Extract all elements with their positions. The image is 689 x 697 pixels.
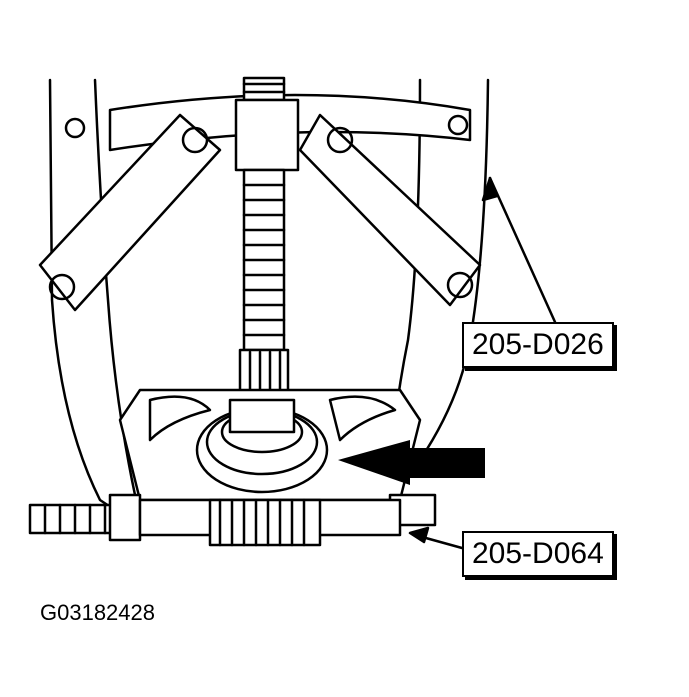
right-puller-leg-inner [393, 78, 422, 422]
center-hub [234, 98, 300, 172]
bolt-right-arm [446, 271, 474, 299]
right-arm [298, 113, 482, 307]
callout-205-d064: 205-D064 [462, 531, 614, 577]
leg-bolt-right [447, 114, 469, 136]
callout-205-d026: 205-D026 [462, 322, 614, 368]
bolt-left-arm [48, 273, 76, 301]
pointer-d026 [488, 176, 557, 324]
direction-arrow [338, 440, 485, 485]
figure-id: G03182428 [40, 600, 155, 625]
left-puller-leg [48, 78, 117, 512]
leg-bolt-left [64, 117, 86, 139]
